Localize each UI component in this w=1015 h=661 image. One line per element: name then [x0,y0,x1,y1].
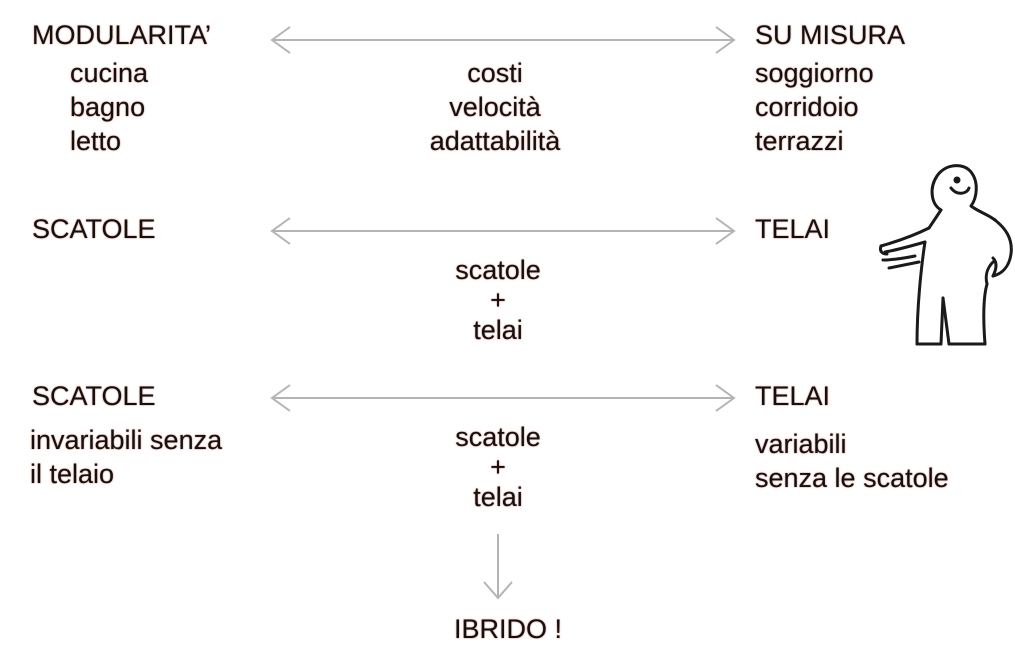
down-arrow-icon [483,534,513,600]
stick-figure-icon [879,164,1013,346]
row1-center-item: adattabilità [429,126,561,156]
row1-right-title: SU MISURA [755,20,906,50]
row3-right-title: TELAI [755,381,831,411]
double-headed-arrow-icon [270,217,736,245]
row3-center-item: telai [473,482,523,512]
row2-center-item: telai [473,315,523,345]
row1-right-item: corridoio [755,92,859,122]
row3-right-item: senza le scatole [755,463,949,493]
row2-center-item: scatole [455,255,541,285]
row2-center-item: + [490,285,506,315]
double-headed-arrow-icon [270,384,736,412]
result-label: IBRIDO ! [453,614,562,644]
row1-right-item: soggiorno [755,58,874,88]
row3-center-item: + [490,452,506,482]
row3-center-item: scatole [455,422,541,452]
row1-left-item: letto [70,126,122,156]
row1-left-item: cucina [70,58,149,88]
row3-left-item: il telaio [30,459,115,489]
row1-center-item: costi [467,58,523,88]
row2-left-title: SCATOLE [32,214,156,244]
row3-left-item: invariabili senza [30,425,223,455]
row1-left-title: MODULARITA’ [32,20,212,50]
row1-right-item: terrazzi [755,126,844,156]
row1-left-item: bagno [70,92,146,122]
row2-right-title: TELAI [755,214,831,244]
row1-center-item: velocità [449,92,541,122]
row3-left-title: SCATOLE [32,381,156,411]
double-headed-arrow-icon [270,26,736,54]
row3-right-item: variabili [755,429,847,459]
